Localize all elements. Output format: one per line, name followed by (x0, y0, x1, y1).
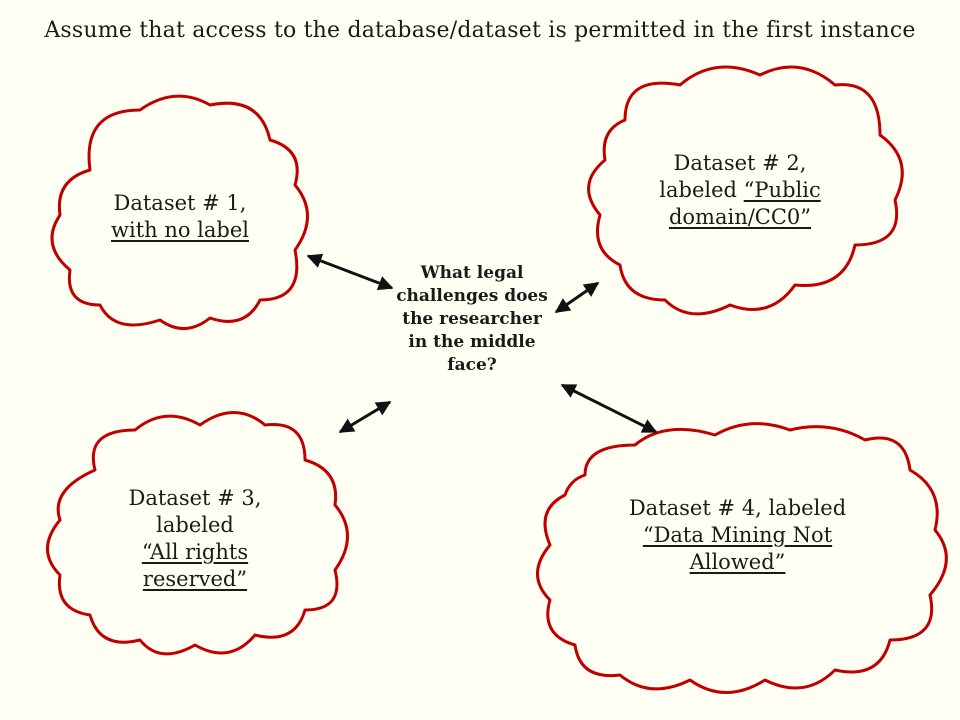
center-question: What legal challenges does the researche… (396, 263, 548, 375)
dataset-2-line2: labeled “Public (630, 177, 850, 204)
dataset-2-line3: domain/CC0” (668, 205, 812, 229)
cloud-dataset-4 (536, 422, 948, 694)
dataset-3-line4: reserved” (142, 567, 248, 591)
dataset-2-line1: Dataset # 2, (673, 151, 807, 175)
arrow-to-dataset-4 (560, 383, 658, 434)
slide-title: Assume that access to the database/datas… (44, 18, 916, 43)
dataset-1-line2: with no label (111, 218, 249, 242)
dataset-4-label: Dataset # 4, labeled “Data Mining Not Al… (600, 495, 875, 576)
arrow-to-dataset-3 (338, 400, 392, 434)
dataset-3-line2: labeled (156, 513, 234, 537)
dataset-1-line1: Dataset # 1, (113, 191, 247, 215)
cloud-dataset-2 (587, 65, 904, 316)
dataset-1-label: Dataset # 1, with no label (80, 190, 280, 244)
dataset-3-line3: “All rights (141, 540, 249, 564)
cloud-dataset-3 (46, 411, 349, 656)
dataset-2-line2-text: labeled (659, 178, 744, 202)
arrow-to-dataset-2 (554, 281, 600, 314)
dataset-3-label: Dataset # 3, labeled “All rights reserve… (95, 485, 295, 593)
dataset-4-line3: Allowed” (689, 550, 786, 574)
cloud-dataset-1 (50, 94, 309, 330)
dataset-2-label: Dataset # 2, labeled “Public domain/CC0” (630, 150, 850, 231)
dataset-2-line2-underlined: “Public (743, 178, 821, 202)
dataset-4-line2: “Data Mining Not (642, 523, 833, 547)
arrow-to-dataset-1 (306, 253, 394, 291)
dataset-4-line1: Dataset # 4, labeled (628, 496, 847, 520)
dataset-3-line1: Dataset # 3, (128, 486, 262, 510)
